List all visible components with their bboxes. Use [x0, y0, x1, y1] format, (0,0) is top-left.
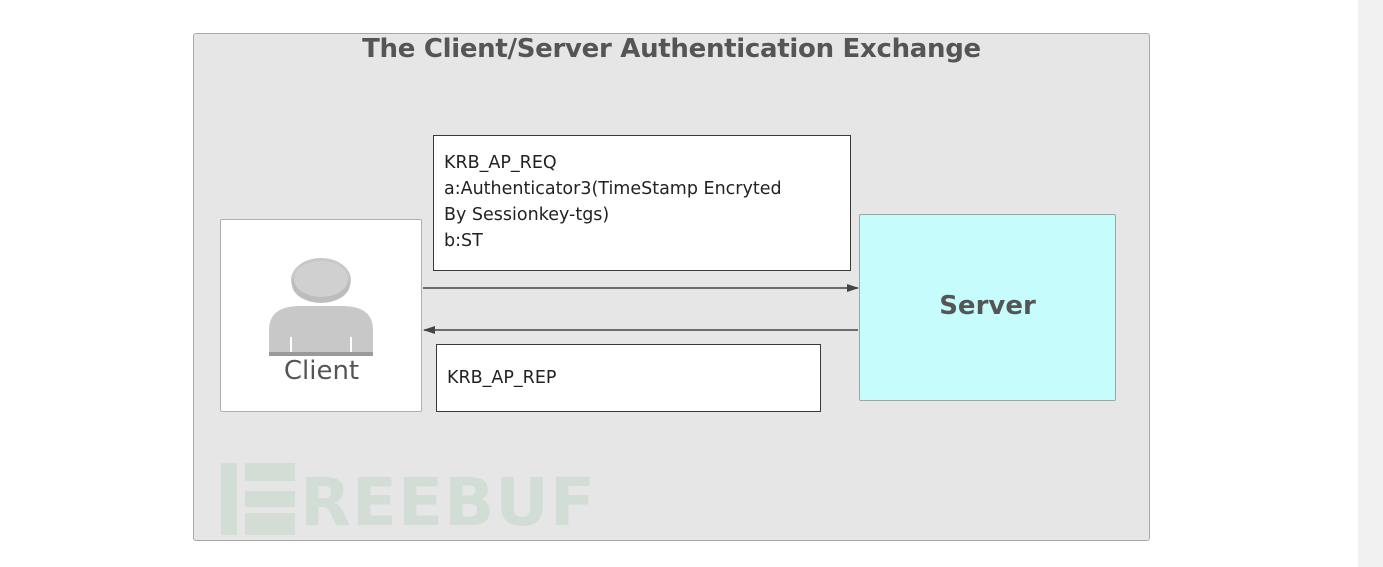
request-message-box: KRB_AP_REQ a:Authenticator3(TimeStamp En… — [433, 135, 851, 271]
reply-message-line: KRB_AP_REP — [447, 368, 557, 388]
scrollbar-track[interactable] — [1358, 0, 1383, 567]
server-box — [859, 214, 1116, 401]
request-message-line: b:ST — [444, 231, 483, 251]
request-message-line: a:Authenticator3(TimeStamp Encryted — [444, 179, 782, 199]
watermark: REEBUF — [300, 462, 596, 536]
diagram-title: The Client/Server Authentication Exchang… — [362, 34, 981, 64]
watermark-text: REEBUF — [300, 464, 596, 541]
reply-message-box: KRB_AP_REP — [436, 344, 821, 412]
request-message-line: KRB_AP_REQ — [444, 153, 557, 173]
client-label: Client — [283, 356, 360, 386]
server-label: Server — [939, 291, 1036, 321]
request-message-line: By Sessionkey-tgs) — [444, 205, 610, 225]
